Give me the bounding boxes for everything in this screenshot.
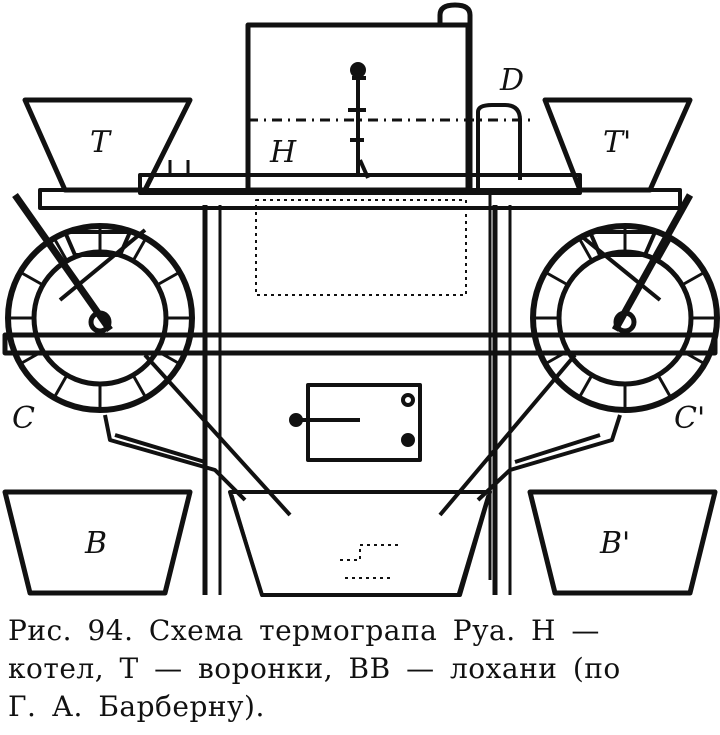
wheel-right — [530, 193, 720, 413]
label-funnel-t: T — [90, 125, 112, 160]
funnel-right — [542, 97, 693, 193]
figure-caption: Рис. 94. Схема термограпа Руа. Н — котел… — [8, 612, 708, 726]
label-trough-b: B — [84, 526, 107, 561]
firebox-base — [228, 490, 492, 597]
caption-line-1: Рис. 94. Схема термограпа Руа. Н — — [8, 614, 600, 647]
chutes — [103, 353, 622, 517]
label-wheel-c: C — [12, 401, 35, 436]
label-funnel-t-prime: T' — [603, 125, 631, 160]
caption-line-3: Г. А. Барберну). — [8, 690, 265, 723]
label-boiler-h: H — [269, 135, 297, 170]
label-trough-b-prime: B' — [599, 526, 630, 561]
funnel-left — [22, 97, 193, 193]
label-wheel-c-prime: C' — [674, 401, 705, 436]
firebox-door — [289, 383, 422, 462]
trough-left — [2, 489, 193, 596]
thermograph-diagram: H D T T' C C' B B' — [2, 2, 720, 597]
caption-line-2: котел, Т — воронки, ВВ — лохани (по — [8, 652, 621, 685]
trough-right — [527, 489, 718, 596]
label-pipe-d: D — [499, 63, 524, 98]
wheel-left — [5, 192, 195, 413]
steam-pipe — [437, 2, 522, 580]
